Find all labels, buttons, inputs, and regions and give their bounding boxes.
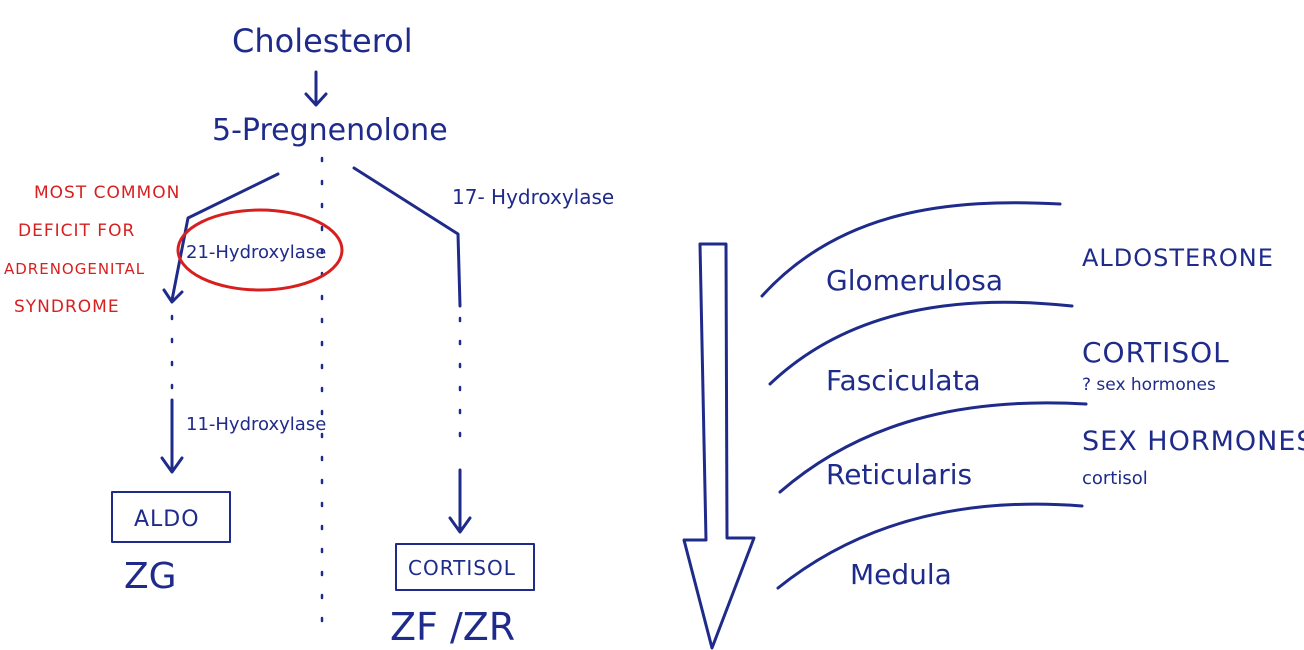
- arrow-to-cortisol: [448, 468, 472, 534]
- aldo-label: ALDO: [134, 507, 200, 532]
- zone-medula: Medula: [850, 558, 952, 591]
- aldo-zone: ZG: [124, 556, 177, 597]
- product-cortisol: CORTISOL: [1082, 336, 1230, 369]
- zone-fasciculata: Fasciculata: [826, 364, 981, 397]
- arc-4: [776, 502, 1084, 590]
- enzyme-11-hydroxylase: 11-Hydroxylase: [186, 414, 326, 435]
- note-line-3: ADRENOGENITAL: [4, 260, 145, 278]
- depth-arrow: [682, 242, 756, 650]
- cortisol-zone: ZF /ZR: [390, 605, 515, 649]
- product-cortisol-sub: ? sex hormones: [1082, 375, 1216, 395]
- note-line-1: MOST COMMON: [34, 183, 180, 203]
- product-aldosterone: ALDOSTERONE: [1082, 244, 1274, 272]
- cortisol-label: CORTISOL: [408, 556, 516, 580]
- zone-reticularis: Reticularis: [826, 458, 972, 491]
- note-line-2: DEFICIT FOR: [18, 221, 135, 241]
- cholesterol-label: Cholesterol: [232, 22, 413, 60]
- arrow-cholesterol-to-pregnenolone: [304, 70, 328, 107]
- enzyme-21-hydroxylase: 21-Hydroxylase: [186, 242, 326, 263]
- product-sex-sub: cortisol: [1082, 468, 1148, 489]
- zone-glomerulosa: Glomerulosa: [826, 264, 1003, 297]
- aldo-box: [111, 491, 231, 543]
- arrow-17-hydroxylase: [352, 166, 462, 308]
- note-line-4: SYNDROME: [14, 297, 120, 317]
- arc-3: [778, 401, 1088, 494]
- arc-1: [760, 201, 1062, 298]
- cortisol-box: [395, 543, 535, 591]
- enzyme-17-hydroxylase: 17- Hydroxylase: [452, 185, 614, 209]
- highlight-circle: [176, 208, 344, 292]
- arrow-11-hydroxylase: [160, 398, 184, 474]
- arrow-to-21-hydroxylase: [162, 172, 280, 304]
- pregnenolone-label: 5-Pregnenolone: [212, 113, 448, 148]
- product-sex-hormones: SEX HORMONES: [1082, 426, 1304, 457]
- arc-2: [768, 300, 1074, 386]
